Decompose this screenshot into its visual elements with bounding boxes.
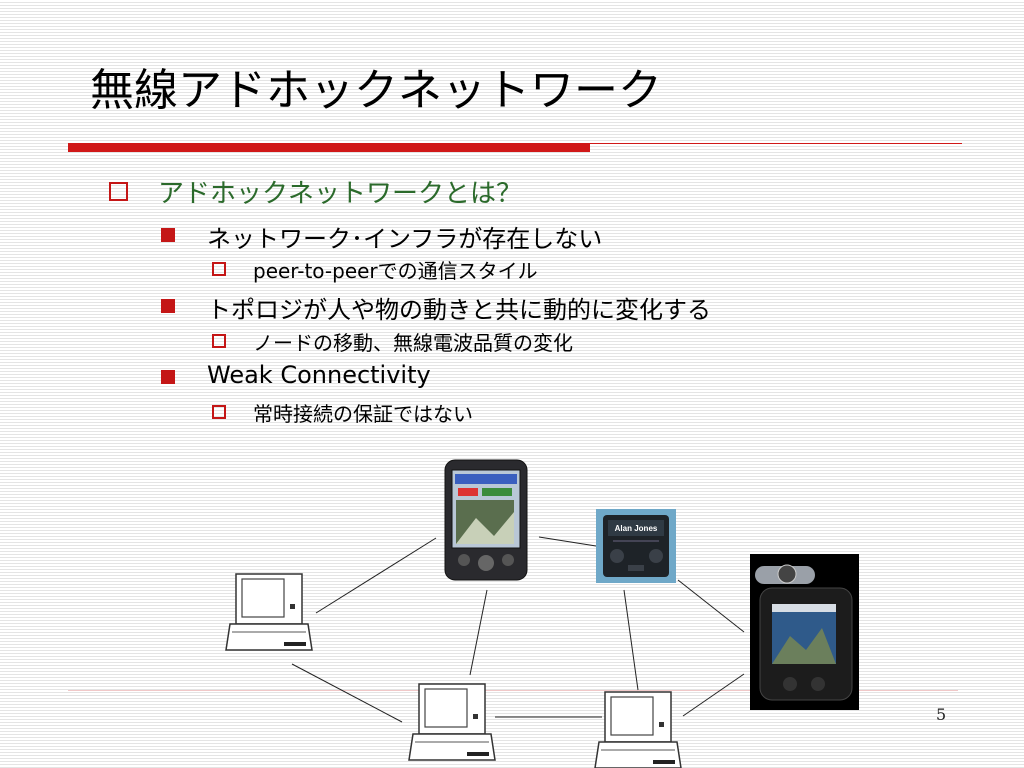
- camera-phone-device: [750, 554, 859, 710]
- slide-title: 無線アドホックネットワーク: [90, 65, 662, 116]
- link-laptop3-phone: [682, 673, 745, 717]
- title-rule-thin: [590, 143, 962, 144]
- bullet-hollow-square-icon: [212, 334, 226, 348]
- bullet-l3c-text: 常時接続の保証ではない: [253, 402, 473, 426]
- bullet-solid-square-icon: [161, 299, 175, 313]
- laptop-node-2: [408, 683, 496, 761]
- bullet-l2c-text: Weak Connectivity: [207, 361, 431, 389]
- laptop-node-1: [225, 573, 313, 651]
- bullet-hollow-square-icon: [212, 405, 226, 419]
- pager-label: Alan Jones: [615, 524, 658, 533]
- link-laptop1-laptop2: [291, 663, 403, 723]
- bullet-l3b-text: ノードの移動、無線電波品質の変化: [253, 331, 573, 355]
- bullet-solid-square-icon: [161, 228, 175, 242]
- link-pager-laptop3: [623, 589, 639, 691]
- connection-lines: [291, 536, 745, 723]
- pda-device: [444, 459, 528, 581]
- bullet-l2a-text: ネットワーク･インフラが存在しない: [207, 225, 603, 253]
- title-rule-thick: [68, 143, 590, 152]
- link-pager-phone: [677, 579, 745, 633]
- link-laptop1-pda: [315, 537, 437, 614]
- link-pda-pager: [538, 536, 597, 547]
- page-number: 5: [936, 705, 947, 724]
- pager-device: Alan Jones: [596, 509, 676, 583]
- bullet-solid-square-icon: [161, 370, 175, 384]
- footer-rule: [68, 690, 958, 691]
- bullet-l3a-text: peer-to-peerでの通信スタイル: [253, 259, 538, 283]
- bullet-hollow-square-icon: [212, 262, 226, 276]
- laptop-node-3: [594, 691, 682, 768]
- link-pda-laptop2: [469, 589, 488, 676]
- bullet-hollow-square-icon: [109, 182, 128, 201]
- bullet-l2b-text: トポロジが人や物の動きと共に動的に変化する: [207, 296, 711, 324]
- bullet-l1-text: アドホックネットワークとは？: [158, 179, 523, 209]
